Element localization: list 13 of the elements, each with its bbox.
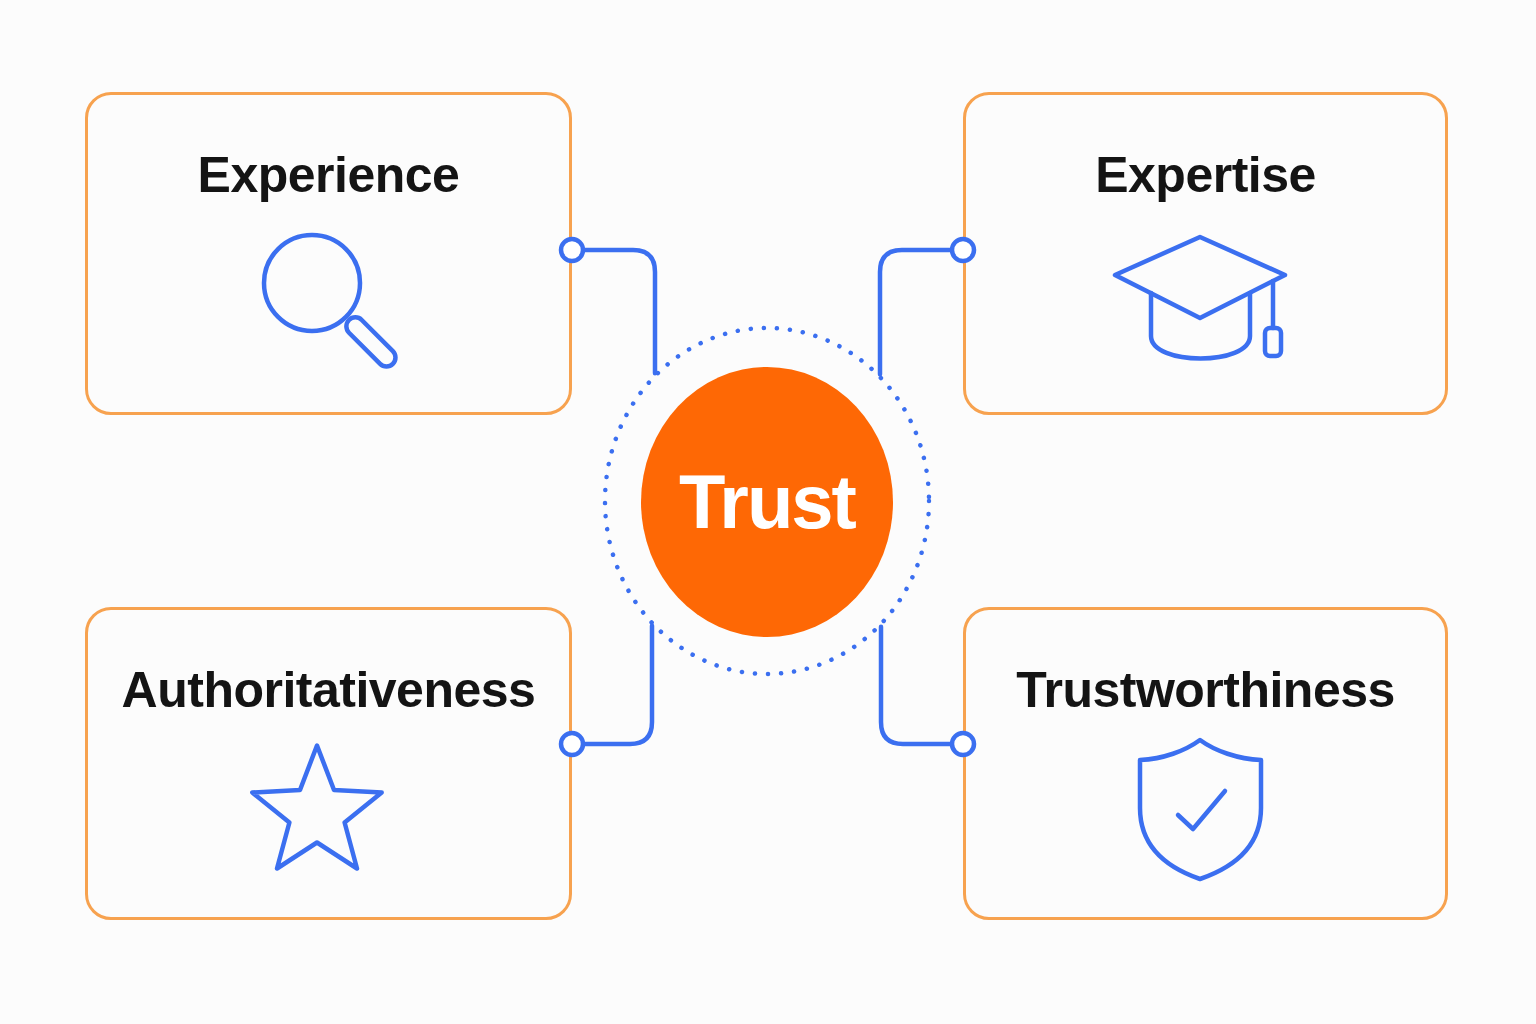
- connector-line: [558, 623, 655, 758]
- connector-line: [558, 236, 658, 376]
- card-title: Experience: [196, 146, 461, 205]
- connector-line: [878, 624, 977, 758]
- category-card: [85, 607, 572, 920]
- category-card: [85, 92, 572, 415]
- category-card: [963, 607, 1448, 920]
- card-title: Expertise: [1094, 146, 1317, 205]
- category-card: [963, 92, 1448, 415]
- card-title: Authoritativeness: [120, 661, 537, 720]
- center-label: Trust: [678, 459, 857, 545]
- connector-line: [877, 236, 977, 377]
- card-title: Trustworthiness: [1015, 661, 1396, 720]
